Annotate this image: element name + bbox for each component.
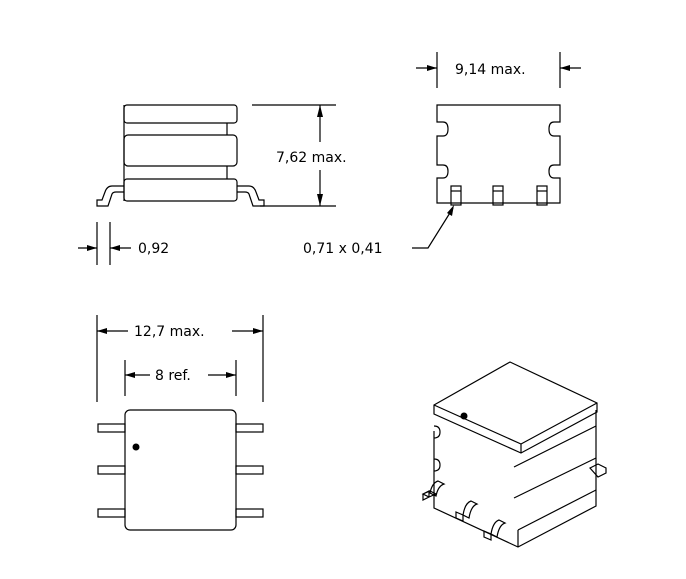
side-view [96,104,265,207]
overall-length-dimension: 12,7 max. [96,315,264,402]
lead-thickness-dimension: 0,92 [78,222,169,265]
top-view [97,409,264,531]
lead-size-label: 0,71 x 0,41 [303,241,383,257]
isometric-view [421,361,607,548]
lead-size-callout: 0,71 x 0,41 [303,205,454,257]
width-dimension: 9,14 max. [416,52,581,88]
body-length-label: 8 ref. [155,368,191,384]
end-view [436,104,561,206]
body-length-dimension: 8 ref. [124,360,237,396]
width-label: 9,14 max. [455,62,526,78]
overall-length-label: 12,7 max. [134,324,205,340]
pin1-marker-iso [460,412,468,420]
lead-thickness-label: 0,92 [138,241,169,257]
height-label: 7,62 max. [276,150,347,166]
pin1-marker [132,443,140,451]
height-dimension: 7,62 max. [252,104,347,207]
